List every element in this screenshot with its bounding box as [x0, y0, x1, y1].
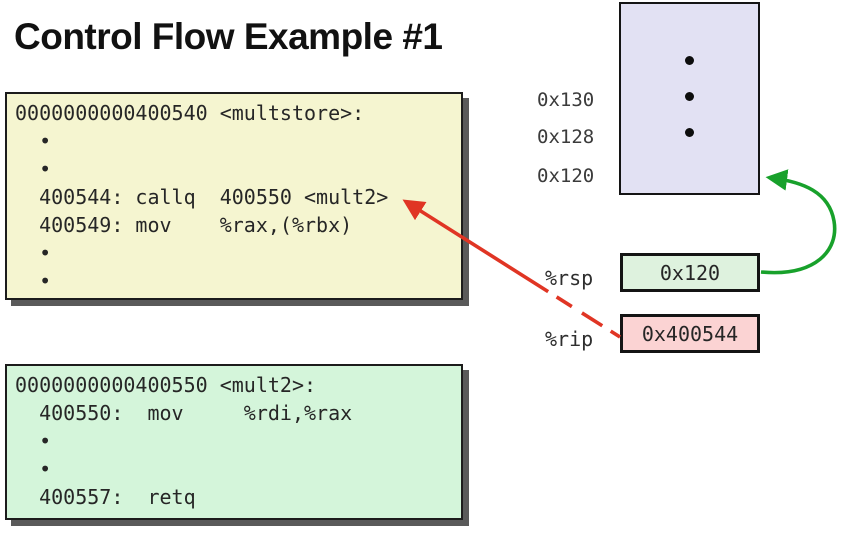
code-line: • [15, 157, 52, 181]
stack-box [619, 2, 760, 195]
rip-register-label: %rip [545, 327, 594, 351]
code-line: 0000000000400540 <multstore>: [15, 101, 365, 125]
disassembly-multstore-box: 0000000000400540 <multstore>: • • 400544… [5, 92, 463, 300]
code-line: 400550: mov %rdi,%rax [15, 401, 353, 425]
code-line: • [15, 429, 52, 453]
stack-ellipsis-dot [685, 92, 694, 101]
rsp-register-label: %rsp [545, 266, 594, 290]
stack-address-label-0x128: 0x128 [537, 126, 595, 148]
stack-ellipsis-dot [685, 56, 694, 65]
code-line: • [15, 129, 52, 153]
disassembly-mult2-box: 0000000000400550 <mult2>: 400550: mov %r… [5, 364, 463, 520]
code-line-callq: 400544: callq 400550 <mult2> [15, 185, 389, 209]
rsp-register-value: 0x120 [620, 253, 760, 292]
stack-address-label-0x130: 0x130 [537, 89, 595, 111]
code-line: 0000000000400550 <mult2>: [15, 373, 317, 397]
code-line: • [15, 269, 52, 293]
code-line: • [15, 241, 52, 265]
code-line: 400549: mov %rax,(%rbx) [15, 213, 353, 237]
rsp-to-stack-arrow [760, 169, 837, 275]
stack-address-label-0x120: 0x120 [537, 165, 595, 187]
stack-ellipsis-dot [685, 128, 694, 137]
code-line: 400557: retq [15, 485, 196, 509]
rip-register-value: 0x400544 [620, 314, 760, 353]
code-line: • [15, 457, 52, 481]
slide-title: Control Flow Example #1 [14, 16, 443, 57]
